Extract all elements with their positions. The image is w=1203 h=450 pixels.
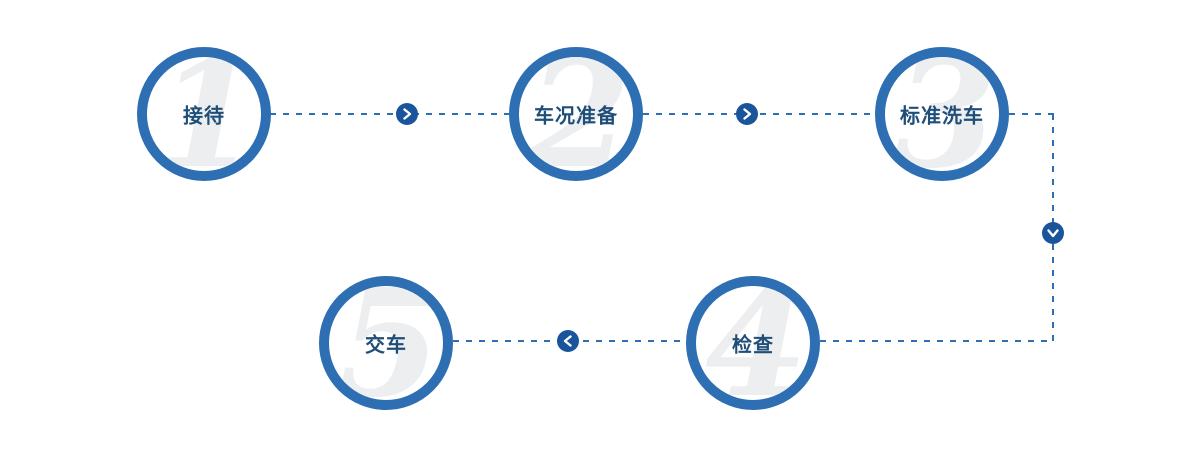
arrow-dot-2 [736,103,758,125]
step-node-2: 2 车况准备 [509,47,643,181]
step-node-5: 5 交车 [319,276,453,410]
chevron-down-icon [1042,222,1064,244]
step-number-watermark: 1 [155,47,259,181]
step-node-3: 3 标准洗车 [875,47,1009,181]
connector-elbow-step4 [820,340,1054,342]
arrow-dot-3 [1042,222,1064,244]
arrow-dot-1 [396,103,418,125]
connector-step1-step2 [270,113,509,115]
connector-step2-step3 [643,113,875,115]
step-node-4: 4 检查 [686,276,820,410]
step-number-watermark: 2 [527,47,631,181]
step-number-watermark: 3 [893,47,997,181]
step-number-watermark: 4 [704,276,808,410]
chevron-left-icon [557,330,579,352]
step-number-watermark: 5 [337,276,441,410]
step-label: 检查 [732,334,774,357]
chevron-right-icon [736,103,758,125]
step-label: 车况准备 [534,105,618,128]
chevron-right-icon [396,103,418,125]
step-label: 接待 [183,105,225,128]
step-label: 标准洗车 [900,105,984,128]
step-node-1: 1 接待 [137,47,271,181]
connector-step3-elbow [1009,113,1054,115]
step-label: 交车 [365,334,407,357]
arrow-dot-4 [557,330,579,352]
